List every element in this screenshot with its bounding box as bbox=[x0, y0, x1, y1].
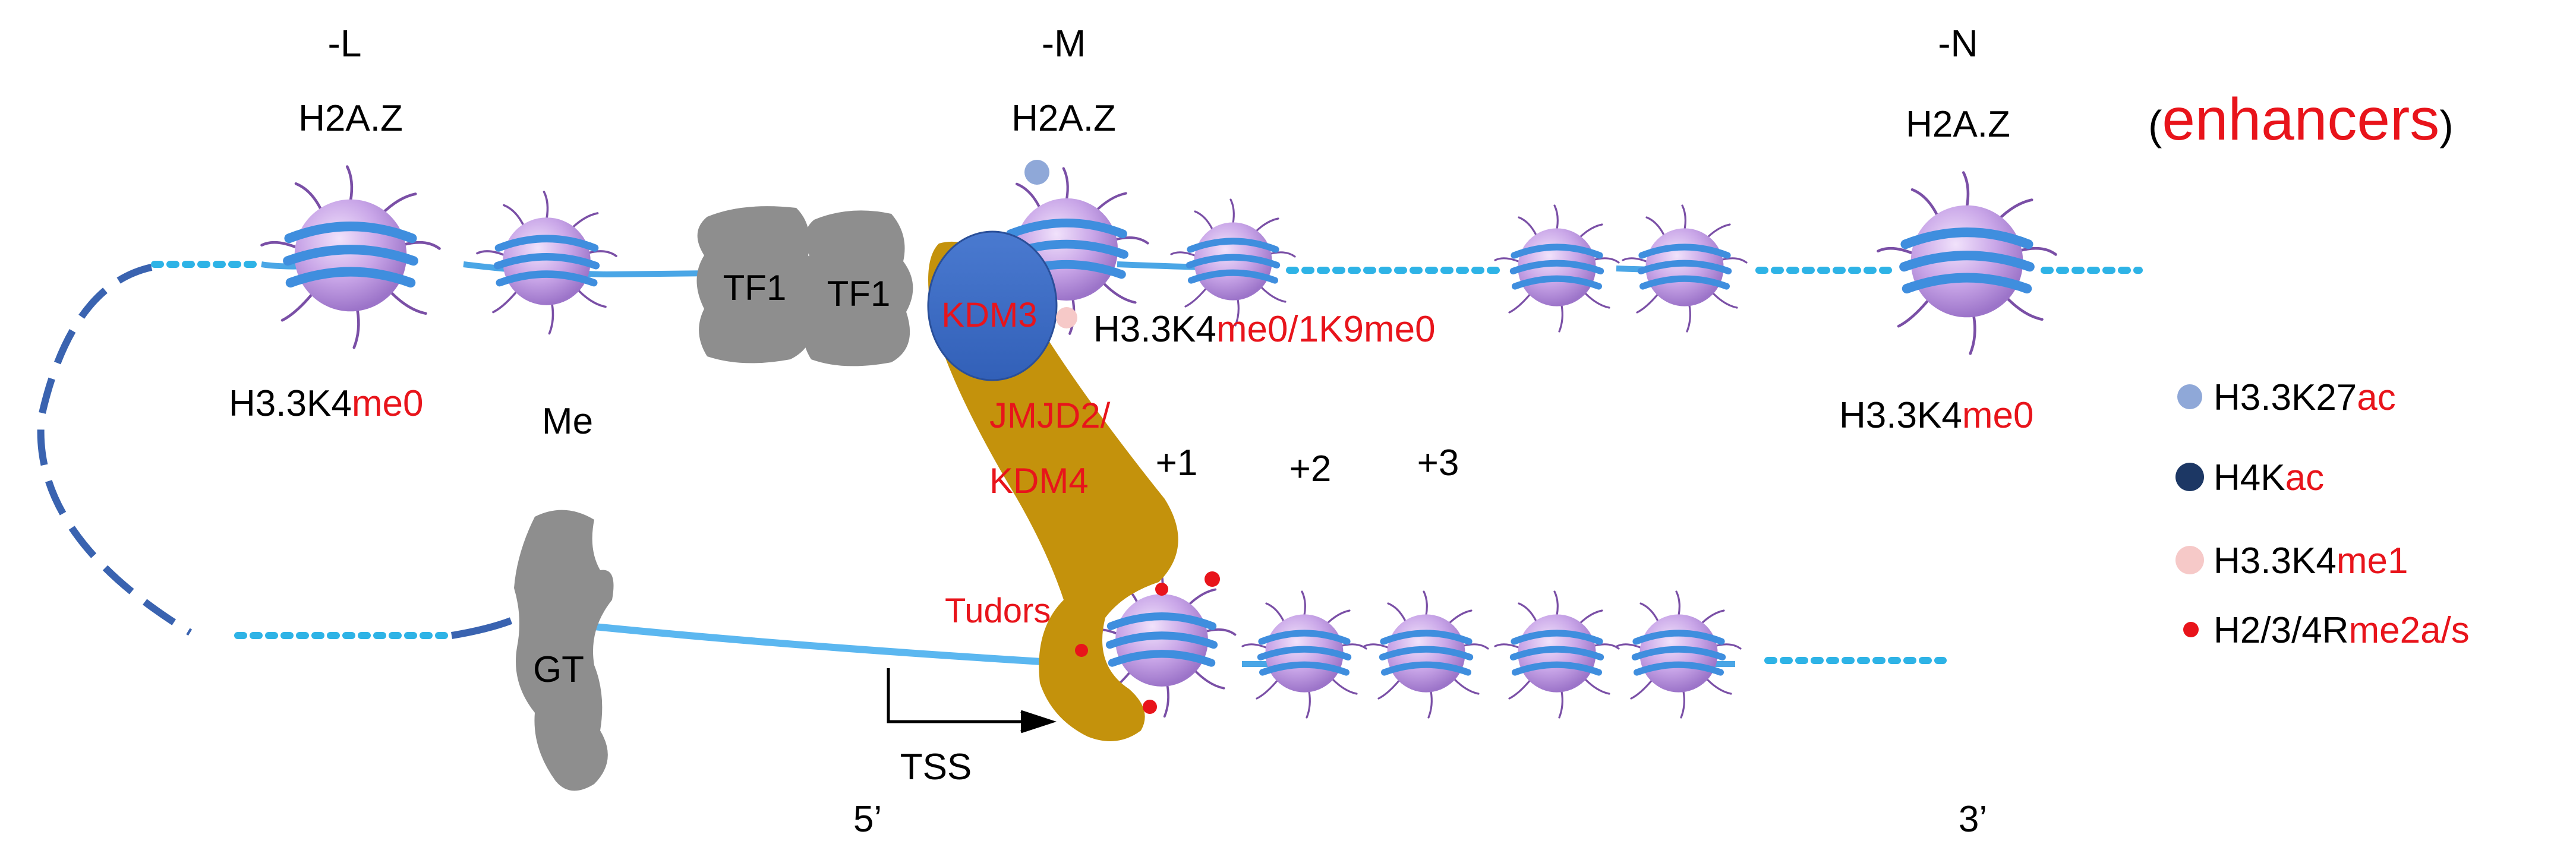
nucleosome-plus2 bbox=[1243, 592, 1366, 717]
legend-swatch-rme bbox=[2183, 622, 2199, 637]
label-enhancers: (enhancers) bbox=[2148, 86, 2454, 153]
dna-bottom-strand bbox=[234, 617, 1947, 668]
label-jmjd2: JMJD2/ bbox=[989, 396, 1111, 435]
legend-swatch-h3k27ac bbox=[2177, 384, 2202, 409]
nucleosome-top-6 bbox=[1623, 206, 1746, 331]
label-kdm3: KDM3 bbox=[941, 296, 1037, 334]
label-plus1: +1 bbox=[1156, 442, 1198, 483]
nucleosome-top-5 bbox=[1495, 206, 1619, 331]
label-plus2: +2 bbox=[1289, 448, 1332, 489]
label-h2az-m: H2A.Z bbox=[1011, 98, 1116, 139]
nucleosome-l-large bbox=[262, 167, 440, 348]
kdm3-shape bbox=[927, 230, 1058, 381]
label-tf1-right: TF1 bbox=[827, 274, 891, 314]
rme-dot-1 bbox=[1205, 571, 1220, 587]
nucleosome-plus3 bbox=[1364, 592, 1488, 717]
legend-label-h4kac: H4Kac bbox=[2214, 457, 2324, 498]
label-gt: GT bbox=[533, 649, 584, 690]
rme-dot-2 bbox=[1155, 583, 1168, 596]
label-me: Me bbox=[542, 401, 593, 442]
gt-shape bbox=[514, 510, 614, 791]
label-five-prime: 5’ bbox=[853, 799, 882, 840]
legend-item-h4kac: H4Kac bbox=[2175, 457, 2324, 498]
dna-top-strand bbox=[151, 261, 2143, 278]
label-neg-m: -M bbox=[1042, 22, 1086, 65]
label-tf1-left: TF1 bbox=[723, 268, 787, 308]
label-h33k4-mid: H3.3K4me0/1K9me0 bbox=[1093, 309, 1436, 350]
tss-arrow bbox=[887, 668, 1057, 734]
nucleosome-bottom-4 bbox=[1495, 592, 1619, 717]
nucleosome-top-4 bbox=[1171, 200, 1295, 325]
tf1-right-shape bbox=[802, 210, 913, 366]
dna-loop bbox=[37, 264, 193, 636]
legend-label-h3k4me1: H3.3K4me1 bbox=[2214, 540, 2408, 581]
nucleosome-bottom-5 bbox=[1617, 592, 1741, 717]
label-plus3: +3 bbox=[1417, 442, 1459, 483]
legend-item-h3k4me1: H3.3K4me1 bbox=[2175, 540, 2408, 581]
legend-label-rme: H2/3/4Rme2a/s bbox=[2214, 610, 2470, 651]
nucleosome-n bbox=[1878, 173, 2056, 354]
legend-label-h3k27ac: H3.3K27ac bbox=[2214, 377, 2396, 418]
nucleosome-l-small bbox=[477, 192, 616, 334]
label-three-prime: 3’ bbox=[1959, 799, 1987, 840]
h3k4me1-dot bbox=[1056, 307, 1077, 328]
rme-dot-3 bbox=[1075, 644, 1088, 657]
label-h33k4-right: H3.3K4me0 bbox=[1839, 395, 2033, 436]
label-h2az-l: H2A.Z bbox=[298, 98, 403, 139]
label-tss: TSS bbox=[900, 747, 972, 788]
h3k27ac-dot bbox=[1024, 160, 1049, 185]
legend-item-h3k27ac: H3.3K27ac bbox=[2177, 377, 2396, 418]
legend-item-rme: H2/3/4Rme2a/s bbox=[2183, 610, 2470, 651]
label-neg-l: -L bbox=[328, 22, 362, 65]
legend-swatch-h3k4me1 bbox=[2175, 546, 2204, 574]
legend-swatch-h4kac bbox=[2175, 463, 2204, 491]
label-neg-n: -N bbox=[1938, 22, 1978, 65]
label-h2az-n: H2A.Z bbox=[1906, 104, 2010, 145]
label-h33k4-left: H3.3K4me0 bbox=[229, 383, 423, 424]
rme-dot-4 bbox=[1143, 700, 1157, 714]
legend: H3.3K27ac H4Kac H3.3K4me1 H2/3/4Rme2a/s bbox=[2175, 377, 2470, 651]
label-kdm4: KDM4 bbox=[989, 461, 1089, 501]
label-tudors: Tudors bbox=[945, 592, 1051, 630]
tf1-left-shape bbox=[696, 206, 818, 363]
